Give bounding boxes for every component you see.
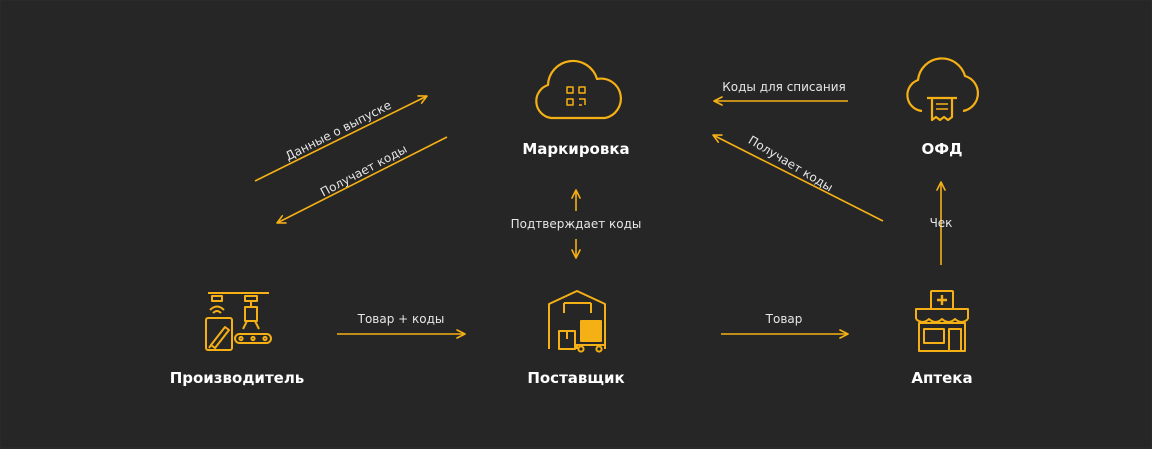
edge-label-goods-codes: Товар + коды (357, 312, 445, 326)
node-label-pharmacy: Аптека (911, 369, 973, 387)
edge-label-check: Чек (929, 216, 953, 230)
node-label-supplier: Поставщик (527, 369, 625, 387)
node-label-producer: Производитель (169, 369, 305, 387)
edge-label-writeoff-codes: Коды для списания (722, 80, 846, 94)
pharmacy-icon (915, 290, 969, 352)
arrow-receives-codes-left (276, 136, 448, 224)
node-label-ofd: ОФД (921, 140, 963, 158)
node-label-marking: Маркировка (522, 140, 630, 158)
warehouse-icon (548, 290, 606, 353)
edge-label-goods: Товар (765, 312, 803, 326)
edge-label-confirms-codes: Подтверждает коды (510, 217, 642, 231)
cloud-qr-icon (535, 59, 622, 120)
arrow-release-data (254, 95, 428, 182)
cloud-receipt-icon (906, 57, 979, 122)
arrow-receives-codes-right (712, 134, 884, 222)
factory-icon (205, 292, 272, 351)
